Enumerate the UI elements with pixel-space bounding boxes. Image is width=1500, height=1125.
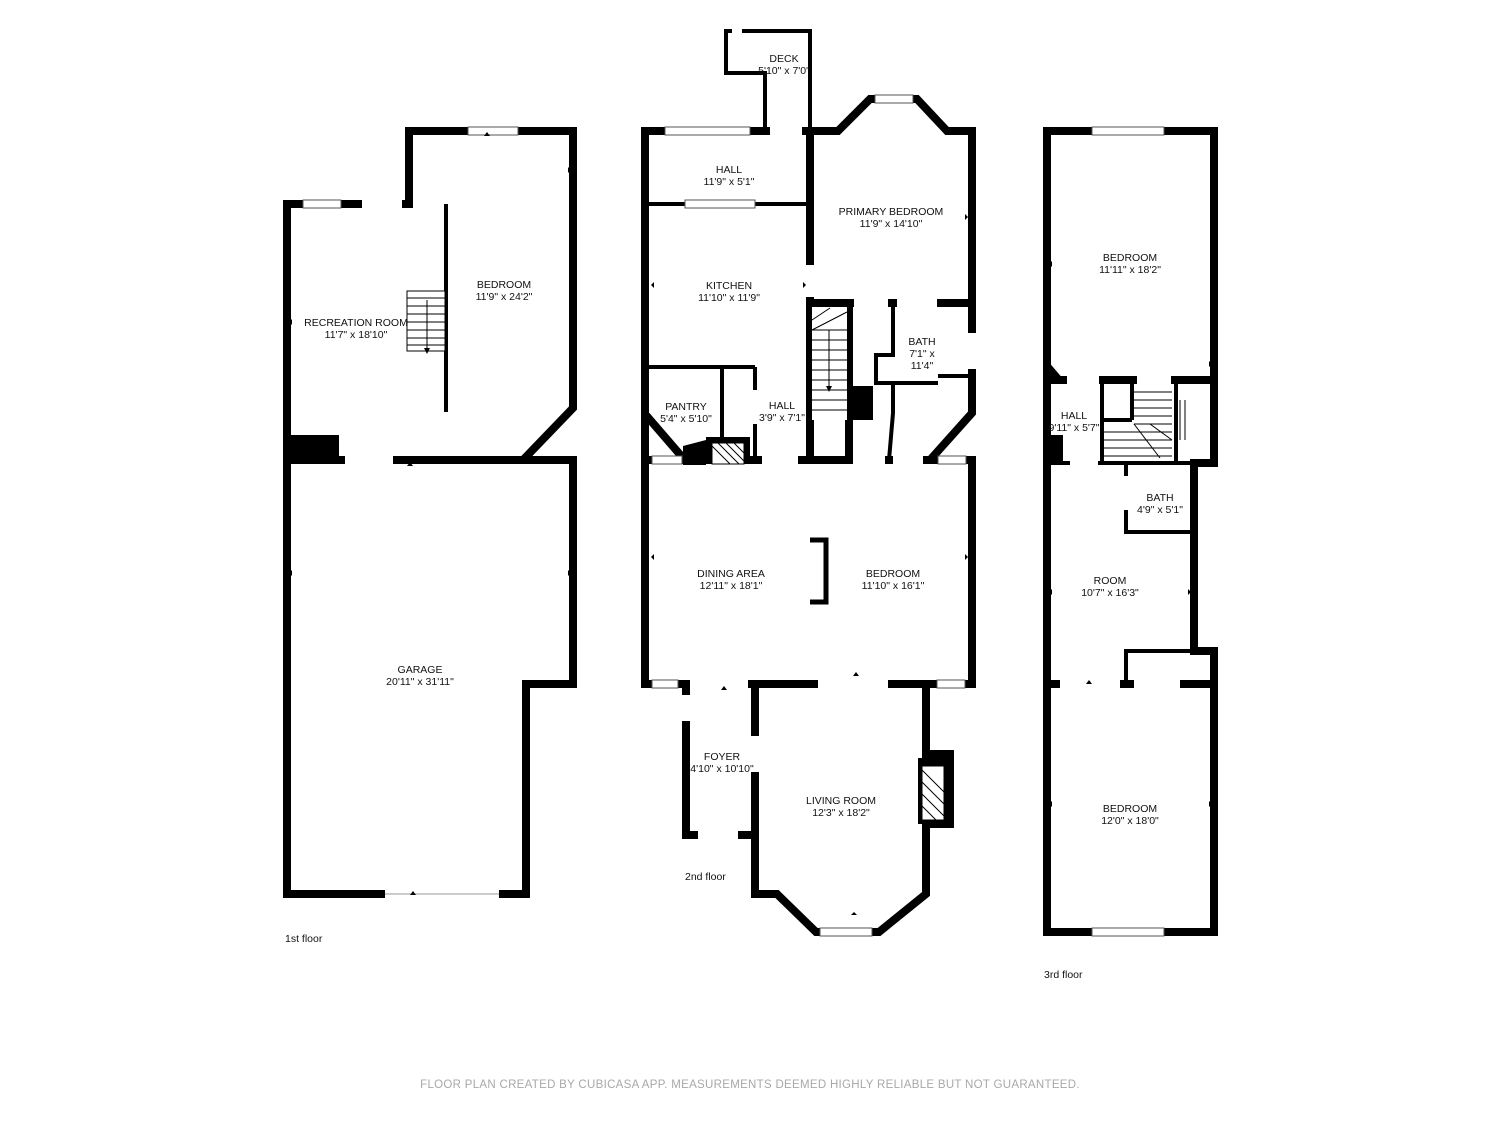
fireplace [918, 758, 950, 824]
room-label-bedroom: BEDROOM 11'9" x 24'2" [462, 279, 546, 303]
room-label-garage: GARAGE 20'11" x 31'11" [370, 664, 470, 688]
first-floor-plan [283, 126, 577, 898]
room-label-recreation-room: RECREATION ROOM 11'7" x 18'10" [300, 317, 412, 341]
first-floor-outer-wall [283, 127, 577, 898]
room-label-foyer: FOYER 4'10" x 10'10" [688, 751, 756, 775]
floor-label-2nd: 2nd floor [685, 871, 726, 883]
window [467, 126, 519, 136]
door-opening [442, 412, 450, 456]
room-label-kitchen: KITCHEN 11'10" x 11'9" [688, 280, 770, 304]
chimney-block [1047, 435, 1063, 463]
room-label-bedroom: BEDROOM 12'0" x 18'0" [1088, 803, 1172, 827]
room-name: GARAGE [397, 664, 443, 676]
room-label-hall: HALL 11'9" x 5'1" [690, 164, 768, 188]
wall-tick-marks [289, 132, 1212, 915]
room-label-bath: BATH 7'1" x 11'4" [898, 336, 946, 372]
room-dimensions: 11'9" x 14'10" [859, 218, 923, 230]
room-label-deck: DECK 5'10" x 7'0" [753, 53, 815, 77]
deck-rail [724, 29, 812, 131]
stairs [406, 290, 446, 354]
room-name: LIVING ROOM [805, 795, 876, 807]
disclaimer-footer: FLOOR PLAN CREATED BY CUBICASA APP. MEAS… [420, 1079, 1080, 1091]
room-dimensions: 5'4" x 5'10" [660, 413, 712, 425]
second-floor-plan [641, 27, 976, 937]
window [1091, 927, 1165, 937]
floor-label-1st: 1st floor [285, 933, 323, 945]
third-floor-plan [1043, 126, 1218, 937]
room-label-primary-bedroom: PRIMARY BEDROOM 11'9" x 14'10" [832, 206, 950, 230]
room-label-bath: BATH 4'9" x 5'1" [1132, 492, 1188, 516]
room-dimensions: 11'9" x 5'1" [703, 176, 755, 188]
door-opening [345, 456, 393, 464]
window [684, 199, 756, 209]
window [874, 94, 914, 104]
room-dimensions: 11'10" x 11'9" [698, 292, 760, 304]
room-label-pantry: PANTRY 5'4" x 5'10" [656, 401, 716, 425]
wall-corner [1047, 360, 1064, 380]
room-name: ROOM [1093, 575, 1127, 587]
window [936, 679, 966, 689]
door-opening [362, 200, 402, 208]
room-label-dining-area: DINING AREA 12'11" x 18'1" [688, 568, 774, 592]
room-name: PRIMARY BEDROOM [838, 206, 944, 218]
room-dimensions: 4'10" x 10'10" [690, 763, 754, 775]
room-name: BEDROOM [1102, 252, 1158, 264]
room-dimensions: 20'11" x 31'11" [386, 676, 454, 688]
room-name: HALL [1060, 410, 1088, 422]
room-label-bedroom: BEDROOM 11'11" x 18'2" [1088, 252, 1172, 276]
room-name: BEDROOM [1102, 803, 1158, 815]
room-dimensions: 12'0" x 18'0" [1101, 815, 1159, 827]
window [651, 679, 679, 689]
room-name: BATH [908, 336, 936, 348]
room-dimensions: 10'7" x 16'3" [1081, 587, 1139, 599]
room-name: PANTRY [665, 401, 707, 413]
room-label-living-room: LIVING ROOM 12'3" x 18'2" [798, 795, 884, 819]
floor-label-3rd: 3rd floor [1044, 969, 1083, 981]
room-name: RECREATION ROOM [304, 317, 408, 329]
window [664, 126, 751, 136]
room-dimensions: 11'11" x 18'2" [1099, 264, 1161, 276]
room-dimensions: 7'1" x 11'4" [909, 348, 935, 372]
room-dimensions: 9'11" x 5'7" [1048, 422, 1100, 434]
room-name: HALL [715, 164, 743, 176]
room-dimensions: 5'10" x 7'0" [758, 65, 810, 77]
stairs [811, 307, 848, 420]
room-label-bedroom: BEDROOM 11'10" x 16'1" [851, 568, 935, 592]
window [937, 455, 967, 465]
room-name: BATH [1146, 492, 1174, 504]
room-name: DINING AREA [697, 568, 765, 580]
room-label-hall: HALL 9'11" x 5'7" [1046, 410, 1102, 434]
room-name: KITCHEN [705, 280, 753, 292]
window [1091, 126, 1165, 136]
room-dimensions: 3'9" x 7'1" [759, 412, 805, 424]
wall-corner [683, 440, 706, 465]
room-name: HALL [768, 400, 796, 412]
room-dimensions: 12'3" x 18'2" [812, 807, 870, 819]
room-name: DECK [769, 53, 799, 65]
room-dimensions: 11'7" x 18'10" [324, 329, 388, 341]
window [819, 927, 873, 937]
chimney-block [849, 386, 873, 420]
room-dimensions: 11'10" x 16'1" [861, 580, 925, 592]
room-label-room: ROOM 10'7" x 16'3" [1074, 575, 1146, 599]
room-dimensions: 4'9" x 5'1" [1137, 504, 1183, 516]
room-name: BEDROOM [476, 279, 532, 291]
room-dimensions: 12'11" x 18'1" [699, 580, 763, 592]
room-dimensions: 11'9" x 24'2" [475, 291, 533, 303]
chimney-block [287, 435, 339, 460]
room-name: FOYER [703, 751, 741, 763]
window [651, 455, 683, 465]
fireplace [706, 437, 750, 465]
stairs [1104, 384, 1186, 460]
room-label-hall: HALL 3'9" x 7'1" [757, 400, 807, 424]
window [302, 199, 342, 209]
room-name: BEDROOM [865, 568, 921, 580]
